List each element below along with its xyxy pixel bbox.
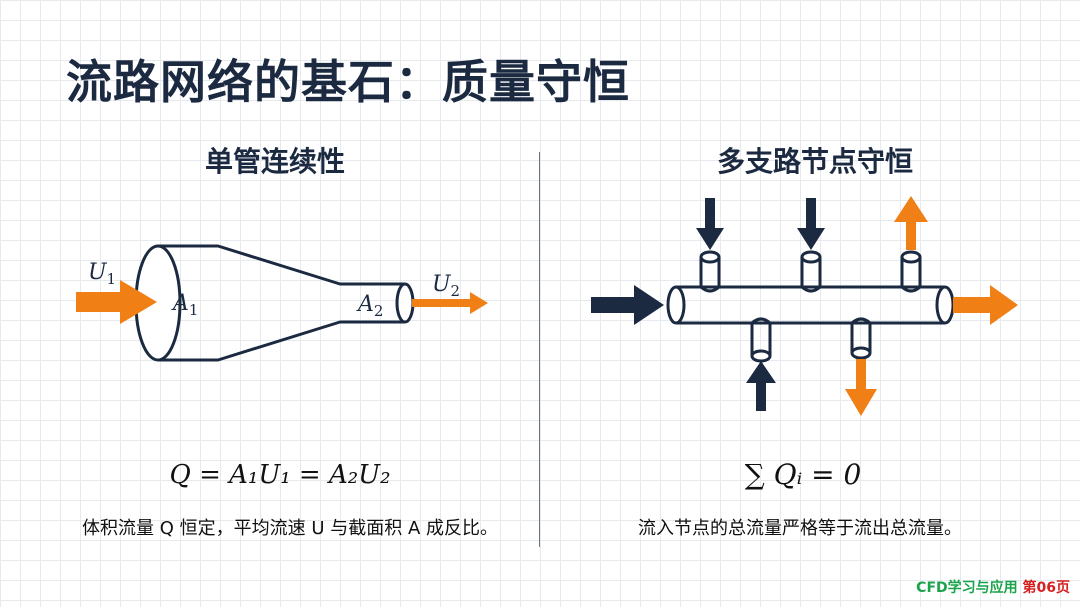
continuity-equation: Q = A₁U₁ = A₂U₂ [169,460,390,490]
branch-2-inflow-arrow [797,198,825,250]
bottom-branch-2 [850,323,872,353]
outlet-cross-section [395,282,415,324]
label-a2: A2 [356,292,383,320]
label-u2: U2 [432,272,460,300]
main-outlet-arrow [953,285,1018,325]
branch-4-inflow-arrow [746,361,776,411]
label-a1: A1 [171,291,198,319]
branch-1-inflow-arrow [696,198,724,250]
footer-brand-name: CFD学习与应用 [916,580,1018,596]
page-title: 流路网络的基石：质量守恒 [66,55,630,109]
junction-equation: ∑ Qᵢ = 0 [745,458,862,491]
main-pipe-outlet-end [935,285,955,325]
top-branch-3 [900,257,922,287]
manifold-pipe [666,250,955,363]
inlet-flow-arrow [76,280,157,324]
branch-3-outflow-arrow [894,196,928,250]
caption-multi-branch: 流入节点的总流量严格等于流出总流量。 [638,518,962,539]
footer-brand: CFD学习与应用 第06页 [916,577,1070,597]
heading-single-pipe: 单管连续性 [204,145,345,178]
branch-5-outflow-arrow [845,359,877,416]
panel-divider [539,152,540,547]
bottom-branch-1 [750,323,772,356]
footer-page-number: 第06页 [1022,580,1070,596]
label-u1: U1 [88,260,116,288]
main-pipe-body [676,285,945,325]
caption-single-pipe: 体积流量 Q 恒定，平均流速 U 与截面积 A 成反比。 [82,518,498,539]
main-inlet-arrow [591,285,664,325]
top-branch-2 [800,257,822,287]
pipe-body [158,244,405,362]
outlet-flow-arrow [412,292,488,314]
main-pipe-inlet-end [666,285,686,325]
top-branch-1 [699,257,721,287]
heading-multi-branch: 多支路节点守恒 [716,145,913,178]
